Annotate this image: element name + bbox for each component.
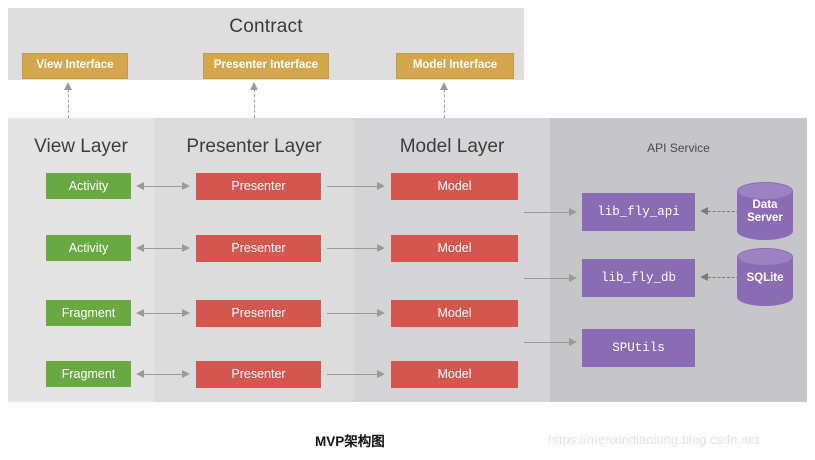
arrowhead-up-icon [64, 82, 72, 90]
datastore-label-line1: Data [752, 199, 778, 211]
cylinder-top-icon [737, 248, 793, 266]
datastore-sqlite[interactable]: SQLite [737, 248, 793, 306]
arrow-model-api-icon [524, 274, 577, 283]
presenter-node[interactable]: Presenter [196, 235, 321, 262]
arrowhead-right-icon [182, 182, 190, 190]
presenter-node[interactable]: Presenter [196, 173, 321, 200]
dashed-arrow-model-to-contract-icon [440, 82, 449, 118]
presenter-node[interactable]: Presenter [196, 300, 321, 327]
view-node[interactable]: Fragment [46, 361, 131, 387]
arrow-model-api-icon [524, 338, 577, 347]
arrow-line [327, 248, 378, 249]
view-node[interactable]: Activity [46, 235, 131, 261]
api-module-lib-fly-api[interactable]: lib_fly_api [582, 193, 695, 231]
arrow-view-presenter-icon [136, 244, 190, 253]
datastore-data-server[interactable]: Data Server [737, 182, 793, 240]
arrowhead-right-icon [182, 244, 190, 252]
arrowhead-left-icon [136, 182, 144, 190]
api-service-title: API Service [647, 141, 710, 155]
arrowhead-left-icon [700, 273, 708, 281]
dashed-line [444, 89, 445, 118]
arrow-presenter-model-icon [327, 370, 385, 379]
view-layer-title: View Layer [34, 136, 128, 157]
arrow-line [524, 212, 570, 213]
arrowhead-right-icon [377, 244, 385, 252]
arrow-line [524, 278, 570, 279]
cylinder-top-icon [737, 182, 793, 200]
presenter-node[interactable]: Presenter [196, 361, 321, 388]
dashed-arrow-view-to-contract-icon [64, 82, 73, 118]
arrowhead-left-icon [136, 309, 144, 317]
presenter-layer-title: Presenter Layer [186, 136, 322, 157]
contract-panel: Contract View Interface Presenter Interf… [8, 8, 524, 80]
arrowhead-left-icon [700, 207, 708, 215]
arrowhead-left-icon [136, 370, 144, 378]
arrow-model-api-icon [524, 208, 577, 217]
model-node[interactable]: Model [391, 300, 518, 327]
arrow-view-presenter-icon [136, 370, 190, 379]
presenter-interface-box[interactable]: Presenter Interface [203, 53, 329, 79]
arrow-line [524, 342, 570, 343]
arrow-line [327, 374, 378, 375]
model-interface-box[interactable]: Model Interface [396, 53, 514, 79]
cylinder-bottom-icon [737, 222, 793, 240]
arrow-presenter-model-icon [327, 244, 385, 253]
arrow-view-presenter-icon [136, 309, 190, 318]
dashed-line [68, 89, 69, 118]
arrow-line [327, 186, 378, 187]
watermark-text: https://menxindiaolong.blog.csdn.net [548, 432, 760, 447]
model-node[interactable]: Model [391, 173, 518, 200]
dashed-arrow-presenter-to-contract-icon [250, 82, 259, 118]
arrowhead-up-icon [250, 82, 258, 90]
datastore-label-line1: SQLite [746, 271, 784, 284]
cylinder-bottom-icon [737, 288, 793, 306]
arrow-line [327, 313, 378, 314]
arrow-line [143, 186, 183, 187]
model-node[interactable]: Model [391, 361, 518, 388]
contract-title: Contract [229, 16, 303, 37]
model-layer-title: Model Layer [399, 136, 505, 157]
arrowhead-right-icon [377, 309, 385, 317]
dashed-line [254, 89, 255, 118]
model-node[interactable]: Model [391, 235, 518, 262]
arrow-line [143, 374, 183, 375]
datastore-label: Data Server [737, 197, 793, 227]
arrow-line [143, 248, 183, 249]
arrowhead-right-icon [569, 274, 577, 282]
architecture-panel: View Layer Presenter Layer Model Layer A… [8, 118, 807, 402]
dashed-line [708, 277, 744, 278]
arrowhead-right-icon [569, 208, 577, 216]
arrow-view-presenter-icon [136, 182, 190, 191]
arrowhead-right-icon [377, 182, 385, 190]
dashed-line [708, 211, 744, 212]
arrowhead-left-icon [136, 244, 144, 252]
diagram-caption: MVP架构图 [315, 434, 385, 449]
arrowhead-right-icon [182, 370, 190, 378]
arrowhead-right-icon [569, 338, 577, 346]
arrowhead-right-icon [377, 370, 385, 378]
api-module-sputils[interactable]: SPUtils [582, 329, 695, 367]
datastore-label: SQLite [737, 263, 793, 293]
arrow-line [143, 313, 183, 314]
view-node[interactable]: Activity [46, 173, 131, 199]
view-node[interactable]: Fragment [46, 300, 131, 326]
arrow-presenter-model-icon [327, 182, 385, 191]
api-module-lib-fly-db[interactable]: lib_fly_db [582, 259, 695, 297]
arrowhead-right-icon [182, 309, 190, 317]
view-interface-box[interactable]: View Interface [22, 53, 128, 79]
datastore-label-line2: Server [747, 212, 783, 224]
arrow-presenter-model-icon [327, 309, 385, 318]
arrowhead-up-icon [440, 82, 448, 90]
